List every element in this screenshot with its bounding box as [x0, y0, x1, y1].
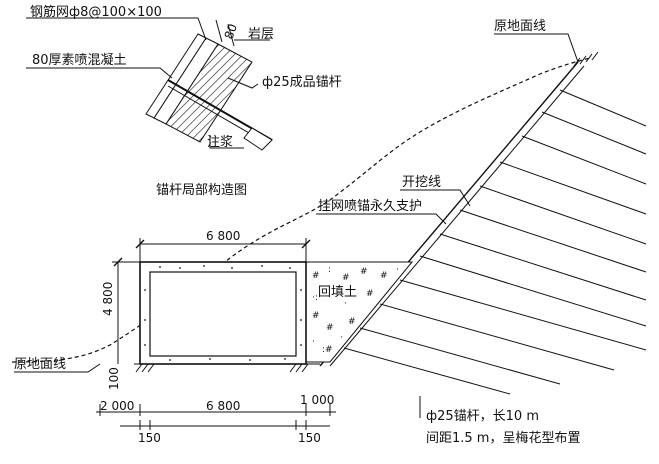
slope-anchors	[343, 89, 647, 395]
support-slope	[329, 65, 585, 367]
svg-text:#: #	[348, 317, 356, 327]
spacing-label: 80	[222, 22, 240, 41]
svg-text:#: #	[342, 273, 350, 283]
svg-text:·: ·	[396, 265, 399, 275]
anchor-detail: 钢筋网ф8@100×100 80厚素喷混凝土 80 岩层 ф25成品锚杆 注浆 …	[26, 4, 342, 198]
anchor-spec-2: 间距1.5 m，呈梅花型布置	[426, 430, 580, 446]
detail-title: 锚杆局部构造图	[156, 183, 247, 198]
anchor-label: ф25成品锚杆	[262, 75, 342, 90]
svg-text:#: #	[380, 271, 388, 281]
ground-hatch-base	[134, 363, 320, 373]
grout-end	[243, 127, 273, 151]
dim-wall-left: 150	[138, 431, 161, 445]
svg-text:#: #	[360, 267, 368, 277]
original-ground-line	[11, 57, 591, 363]
ground-line-right-label: 原地面线	[494, 19, 546, 34]
dim-top-width: 6 800	[206, 229, 240, 243]
dim-bottom-left: 2 000	[100, 399, 134, 413]
svg-text:·: ·	[312, 337, 315, 347]
svg-text::: :	[328, 265, 331, 275]
backfill-texture: #:###· ·:##·:# ·#·#	[312, 265, 399, 355]
anchor-spec-1: ф25锚杆，长10 m	[426, 409, 539, 424]
mesh-label: 钢筋网ф8@100×100	[30, 4, 162, 20]
backfill-label: 回填土	[318, 285, 357, 300]
dim-wall-right: 150	[298, 431, 321, 445]
dim-bottom-mid: 6 800	[206, 399, 240, 413]
svg-text:#: #	[326, 323, 334, 333]
support-label: 挂网喷锚永久支护	[318, 199, 422, 214]
svg-text:·:: ·:	[312, 293, 318, 303]
cross-section: #:###· ·:##·:# ·#·# 原地面线 开挖线 挂网喷锚永久支护 回填…	[11, 19, 647, 446]
dim-bottom-right: 1 000	[300, 393, 334, 407]
svg-text:#: #	[312, 311, 320, 321]
svg-text:·: ·	[340, 333, 343, 343]
dimensions: 6 800 4 800 100 2 000 6 800 1 000 150 15…	[96, 229, 336, 445]
dim-base-thickness: 100	[107, 367, 121, 390]
dim-height: 4 800	[101, 282, 115, 316]
excavation-line-label: 开挖线	[402, 175, 441, 190]
ground-line-left-label: 原地面线	[14, 357, 66, 372]
svg-text:#: #	[366, 289, 374, 299]
svg-text:#: #	[312, 271, 320, 281]
mesh-band	[145, 33, 207, 119]
rock-label: 岩层	[248, 27, 274, 42]
culvert-concrete-dots	[144, 265, 302, 361]
grout-label: 注浆	[207, 135, 233, 150]
shotcrete-label: 80厚素喷混凝土	[32, 52, 127, 68]
culvert-inner	[149, 271, 297, 357]
svg-text:·: ·	[344, 299, 347, 309]
svg-text::#: :#	[322, 345, 333, 355]
